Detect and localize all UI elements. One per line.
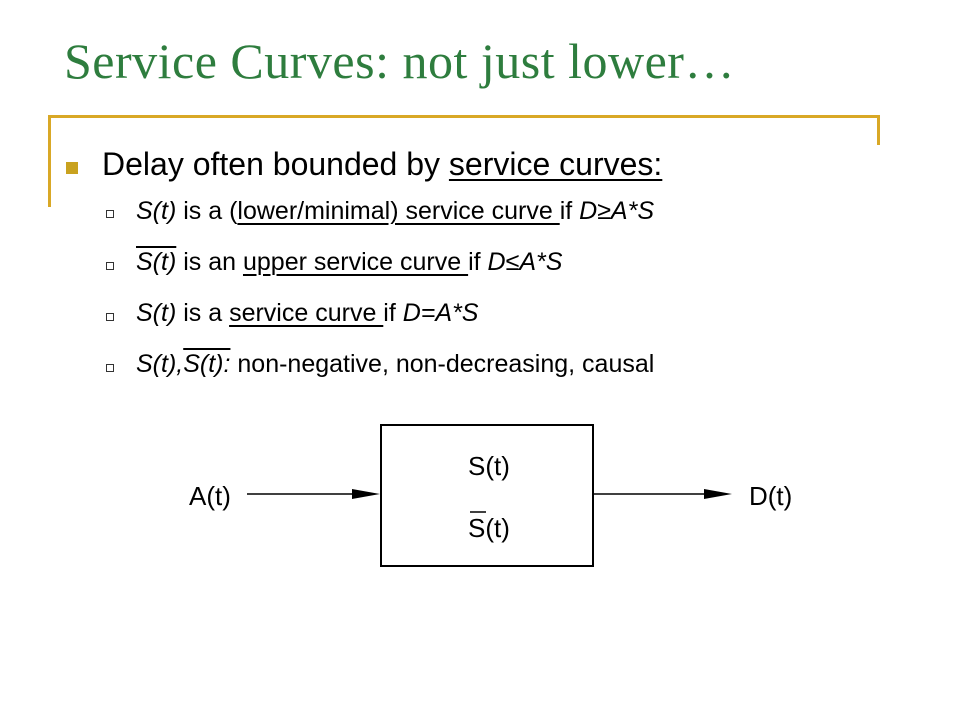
- sub-item-lower-if: if: [559, 197, 580, 225]
- upper-curve-label: S(t): [468, 513, 510, 543]
- sub-bullet-box-icon: [106, 313, 114, 321]
- lower-curve-label: S(t): [468, 451, 510, 481]
- sub-item-upper: S(t) is an upper service curve if D≤A*S: [136, 248, 562, 277]
- sub-item-upper-symbol: S(t): [136, 248, 177, 276]
- title-underline-rule: [48, 115, 880, 118]
- output-label: D(t): [749, 481, 792, 511]
- main-bullet-underlined: service curves:: [448, 146, 663, 182]
- left-vertical-rule: [48, 115, 51, 207]
- sub-item-lower: S(t) is a (lower/minimal) service curve …: [136, 197, 654, 226]
- sub-item-exact-underlined: service curve: [229, 299, 384, 327]
- input-label: A(t): [189, 481, 231, 511]
- output-arrowhead-icon: [704, 489, 732, 499]
- main-bullet-lead: Delay often bounded by: [102, 146, 449, 182]
- sub-item-lower-underlined: lower/minimal) service curve: [237, 197, 560, 225]
- sub-item-upper-underlined: upper service curve: [242, 248, 469, 276]
- sub-item-lower-symbol: S(t): [136, 197, 177, 225]
- sub-item-upper-text: is an: [176, 248, 243, 276]
- square-bullet-icon: [66, 162, 78, 174]
- sub-item-exact: S(t) is a service curve if D=A*S: [136, 299, 478, 328]
- sub-item-exact-condition: D=A*S: [402, 299, 479, 327]
- sub-item-properties-symbol-upper: S(t):: [183, 350, 231, 378]
- sub-item-properties-text: non-negative, non-decreasing, causal: [230, 350, 655, 378]
- sub-item-properties: S(t),S(t): non-negative, non-decreasing,…: [136, 350, 654, 379]
- sub-item-upper-if: if: [468, 248, 488, 276]
- slide-title: Service Curves: not just lower…: [64, 33, 735, 89]
- sub-bullet-box-icon: [106, 262, 114, 270]
- sub-bullet-box-icon: [106, 364, 114, 372]
- sub-bullet-box-icon: [106, 210, 114, 218]
- sub-item-properties-symbol-lower: S(t),: [136, 350, 184, 378]
- main-bullet-text: Delay often bounded by service curves:: [102, 146, 662, 183]
- sub-item-lower-text: is a (: [176, 197, 238, 225]
- service-block: [380, 424, 594, 567]
- sub-item-exact-text: is a: [176, 299, 230, 327]
- right-rule-tick: [877, 115, 880, 145]
- sub-item-exact-symbol: S(t): [136, 299, 177, 327]
- sub-item-exact-if: if: [383, 299, 403, 327]
- input-arrowhead-icon: [352, 489, 380, 499]
- sub-item-lower-condition: D≥A*S: [579, 197, 655, 225]
- sub-item-upper-condition: D≤A*S: [487, 248, 563, 276]
